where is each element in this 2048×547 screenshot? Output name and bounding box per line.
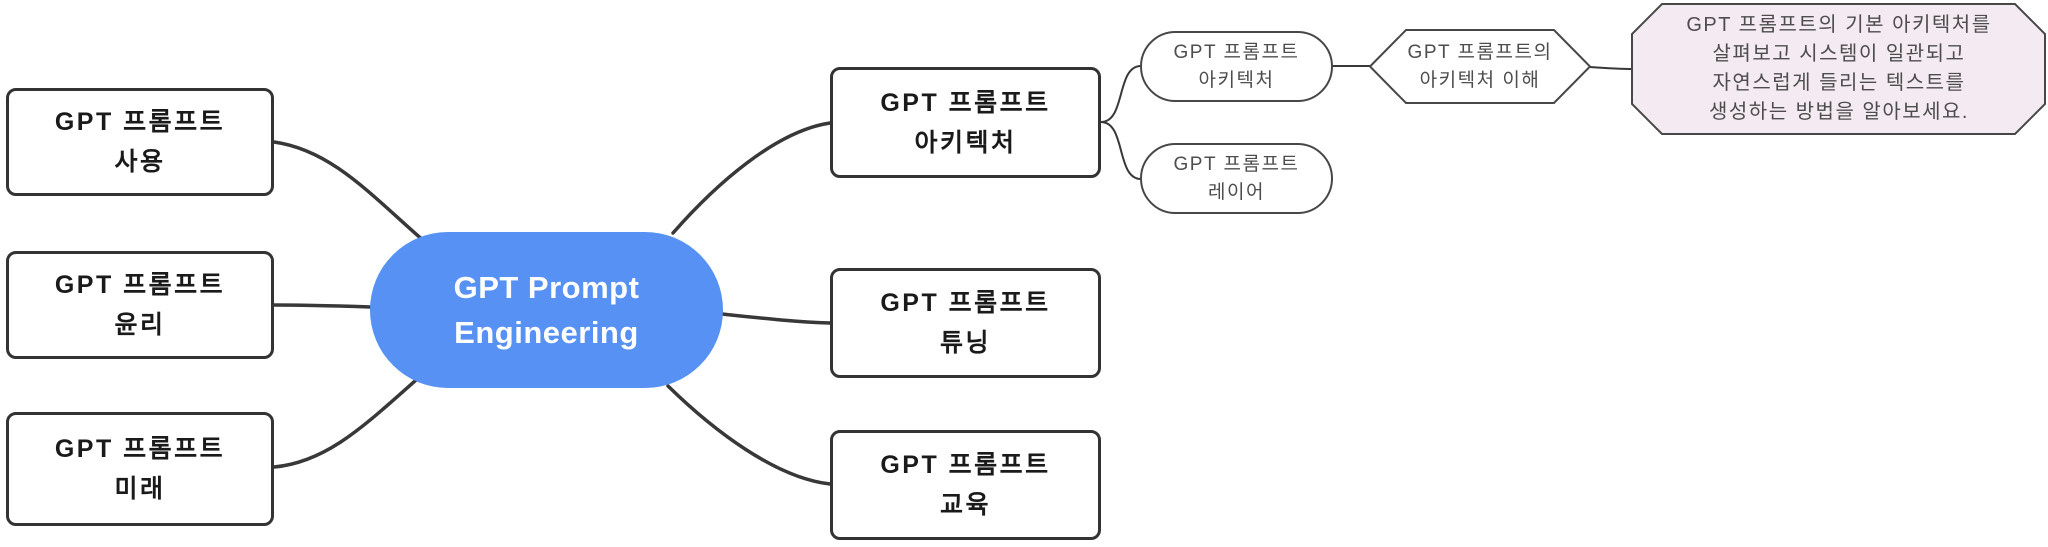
node-gpt-prompt-usage: GPT 프롬프트 사용 xyxy=(6,88,274,196)
octagon-label-line2: 살펴보고 시스템이 일관되고 xyxy=(1712,43,1966,65)
node-gpt-prompt-ethics: GPT 프롬프트 윤리 xyxy=(6,251,274,359)
node-label-line1: GPT 프롬프트 xyxy=(880,451,1051,479)
edge-root-ethics xyxy=(272,303,374,309)
octagon-node-shape xyxy=(1631,3,2046,135)
node-gpt-prompt-tuning: GPT 프롬프트 튜닝 xyxy=(830,268,1101,378)
subnode-label-line1: GPT 프롬프트 xyxy=(1173,153,1300,175)
edge-architecture-arch-child xyxy=(1100,65,1142,123)
node-label-line2: 튜닝 xyxy=(939,329,991,357)
node-gpt-prompt-architecture: GPT 프롬프트 아키텍처 xyxy=(830,67,1101,178)
edge-root-education xyxy=(666,384,832,486)
hexagon-label-line2: 아키텍처 이해 xyxy=(1419,69,1541,91)
edge-architecture-layer-child xyxy=(1100,121,1142,180)
node-gpt-prompt-education: GPT 프롬프트 교육 xyxy=(830,430,1101,540)
node-label-line1: GPT 프롬프트 xyxy=(880,88,1051,117)
octagon-node-architecture-detail: GPT 프롬프트의 기본 아키텍처를 살펴보고 시스템이 일관되고 자연스럽게 … xyxy=(1648,8,2030,130)
subnode-label-line2: 레이어 xyxy=(1208,181,1265,203)
subnode-gpt-prompt-architecture: GPT 프롬프트 아키텍처 xyxy=(1140,31,1333,102)
node-label-line1: GPT 프롬프트 xyxy=(880,289,1051,317)
edge-root-future xyxy=(272,372,425,469)
subnode-label-line2: 아키텍처 xyxy=(1198,69,1275,91)
octagon-label-line4: 생성하는 방법을 알아보세요. xyxy=(1709,101,1969,123)
hexagon-node-shape xyxy=(1368,29,1592,104)
node-label-line2: 아키텍처 xyxy=(914,128,1017,157)
node-label-line2: 사용 xyxy=(114,148,166,176)
octagon-label-line1: GPT 프롬프트의 기본 아키텍처를 xyxy=(1686,14,1992,36)
edge-root-architecture xyxy=(671,121,832,235)
edge-root-tuning xyxy=(720,312,832,325)
node-label-line1: GPT 프롬프트 xyxy=(54,271,226,299)
node-label-line2: 윤리 xyxy=(114,311,166,339)
edge-understanding-detail xyxy=(1589,66,1634,70)
node-label-line1: GPT 프롬프트 xyxy=(54,435,226,463)
edge-root-usage xyxy=(272,140,427,244)
root-node-gpt-prompt-engineering: GPT Prompt Engineering xyxy=(370,232,723,388)
node-label-line2: 교육 xyxy=(939,491,991,519)
root-label-line2: Engineering xyxy=(454,315,639,350)
root-label-line1: GPT Prompt xyxy=(453,270,640,305)
hexagon-node-architecture-understanding: GPT 프롬프트의 아키텍처 이해 xyxy=(1390,33,1570,100)
hexagon-label-line1: GPT 프롬프트의 xyxy=(1407,41,1553,63)
octagon-label-line3: 자연스럽게 들리는 텍스트를 xyxy=(1712,72,1966,94)
node-label-line1: GPT 프롬프트 xyxy=(54,108,226,136)
node-gpt-prompt-future: GPT 프롬프트 미래 xyxy=(6,412,274,526)
subnode-label-line1: GPT 프롬프트 xyxy=(1173,41,1300,63)
node-label-line2: 미래 xyxy=(114,475,166,503)
subnode-gpt-prompt-layer: GPT 프롬프트 레이어 xyxy=(1140,143,1333,214)
